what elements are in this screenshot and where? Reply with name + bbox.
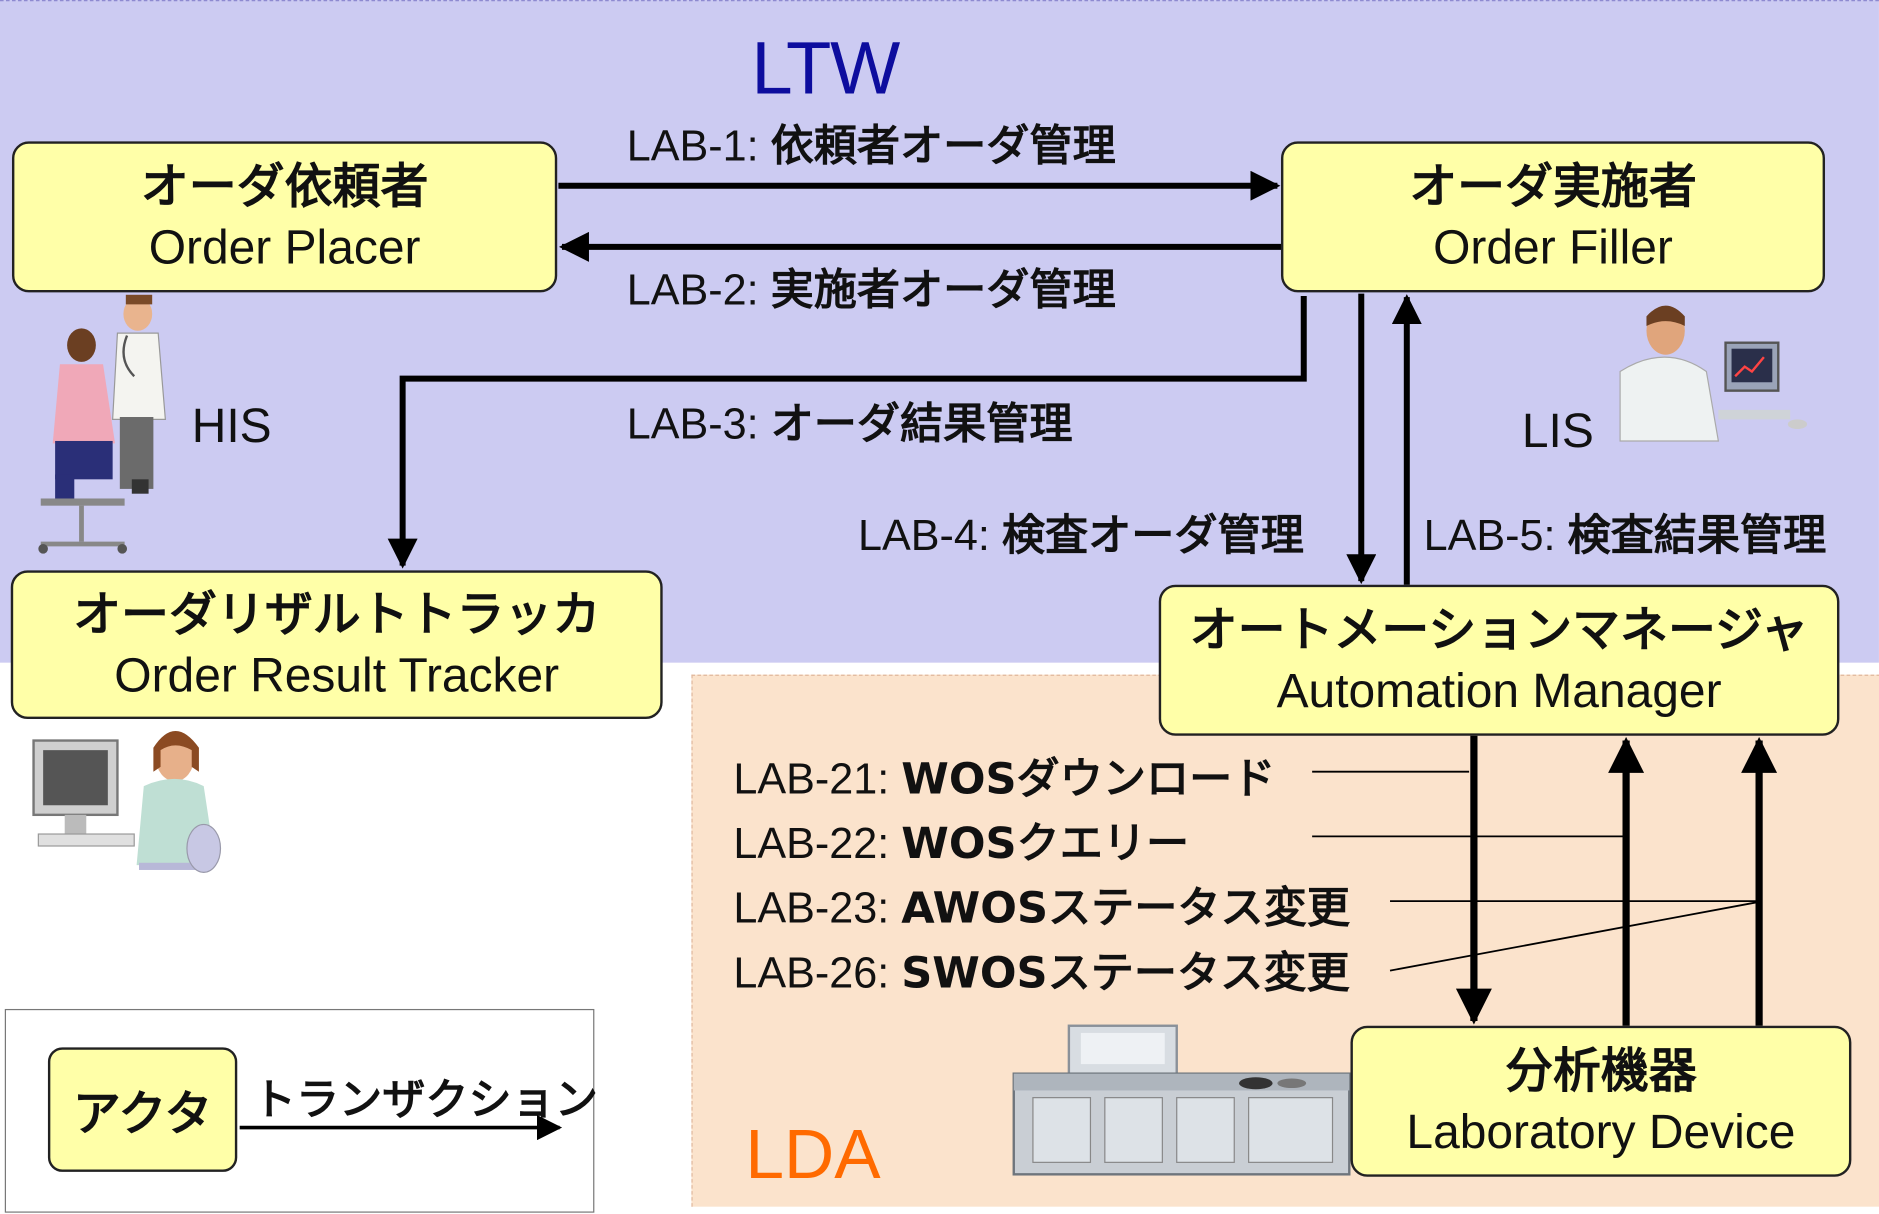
lab4-code: LAB-4:: [857, 510, 990, 560]
order-filler-en: Order Filler: [1433, 221, 1673, 275]
order-result-tracker-en: Order Result Tracker: [114, 649, 560, 703]
lab22-name: WOSクエリー: [901, 819, 1190, 869]
ltw-title: LTW: [751, 27, 900, 111]
tracker-user-illustration: [32, 730, 222, 873]
lab-analyzer-illustration: [1012, 1024, 1351, 1176]
lab21-code: LAB-21:: [733, 753, 890, 803]
lab26-code: LAB-26:: [733, 947, 890, 997]
lab1-name: 依頼者オーダ管理: [770, 122, 1116, 172]
automation-manager-jp: オートメーションマネージャ: [1189, 602, 1809, 658]
lab3-code: LAB-3:: [626, 399, 759, 449]
lab3-name: オーダ結果管理: [770, 400, 1073, 450]
automation-manager-actor: オートメーションマネージャ Automation Manager: [1158, 584, 1840, 736]
lab1-code: LAB-1:: [626, 121, 759, 171]
his-label: HIS: [191, 400, 272, 453]
order-filler-jp: オーダ実施者: [1409, 159, 1697, 215]
doctor-patient-illustration: [38, 294, 167, 554]
laboratory-device-en: Laboratory Device: [1406, 1106, 1796, 1159]
legend-actor-box: アクタ: [47, 1047, 238, 1172]
legend-box: アクタ トランザクション: [4, 1008, 598, 1213]
transaction-label-lab22: LAB-22: WOSクエリー: [733, 818, 1190, 869]
order-filler-actor: オーダ実施者 Order Filler: [1280, 141, 1826, 293]
transaction-label-lab1: LAB-1: 依頼者オーダ管理: [627, 122, 1116, 171]
transaction-label-lab23: LAB-23: AWOSステータス変更: [733, 884, 1350, 933]
order-result-tracker-jp: オーダリザルトトラッカ: [73, 587, 601, 643]
order-result-tracker-actor: オーダリザルトトラッカ Order Result Tracker: [10, 570, 663, 719]
lab26-callout: [1389, 901, 1757, 972]
lab23-name: AWOSステータス変更: [901, 884, 1350, 934]
lda-title: LDA: [745, 1115, 881, 1194]
lab5-code: LAB-5:: [1423, 510, 1556, 560]
transaction-label-lab3: LAB-3: オーダ結果管理: [627, 400, 1073, 449]
transaction-label-lab5: LAB-5: 検査結果管理: [1423, 510, 1827, 561]
lab4-name: 検査オーダ管理: [1001, 511, 1304, 561]
lab3-arrow: [387, 295, 1307, 569]
ltw-zone: [0, 0, 1879, 663]
laboratory-device-jp: 分析機器: [1505, 1043, 1697, 1099]
lab2-name: 実施者オーダ管理: [770, 266, 1116, 316]
lab21-name: WOSダウンロード: [901, 754, 1276, 805]
legend-transaction-arrow: [239, 1115, 563, 1141]
lis-label: LIS: [1521, 405, 1594, 458]
transaction-label-lab21: LAB-21: WOSダウンロード: [733, 753, 1276, 805]
transaction-label-lab26: LAB-26: SWOSステータス変更: [733, 947, 1350, 999]
order-placer-actor: オーダ依頼者 Order Placer: [11, 141, 558, 293]
lab-technician-illustration: [1619, 305, 1808, 442]
lab2-code: LAB-2:: [626, 264, 759, 314]
lab22-code: LAB-22:: [733, 818, 890, 868]
lab26-name: SWOSステータス変更: [901, 949, 1350, 999]
laboratory-device-actor: 分析機器 Laboratory Device: [1350, 1025, 1852, 1177]
transaction-label-lab4: LAB-4: 検査オーダ管理: [857, 510, 1304, 561]
order-placer-en: Order Placer: [148, 221, 421, 275]
order-placer-jp: オーダ依頼者: [140, 159, 429, 215]
lab23-code: LAB-23:: [733, 883, 890, 933]
automation-manager-en: Automation Manager: [1276, 665, 1722, 718]
lab5-name: 検査結果管理: [1567, 511, 1827, 561]
transaction-label-lab2: LAB-2: 実施者オーダ管理: [626, 264, 1116, 316]
